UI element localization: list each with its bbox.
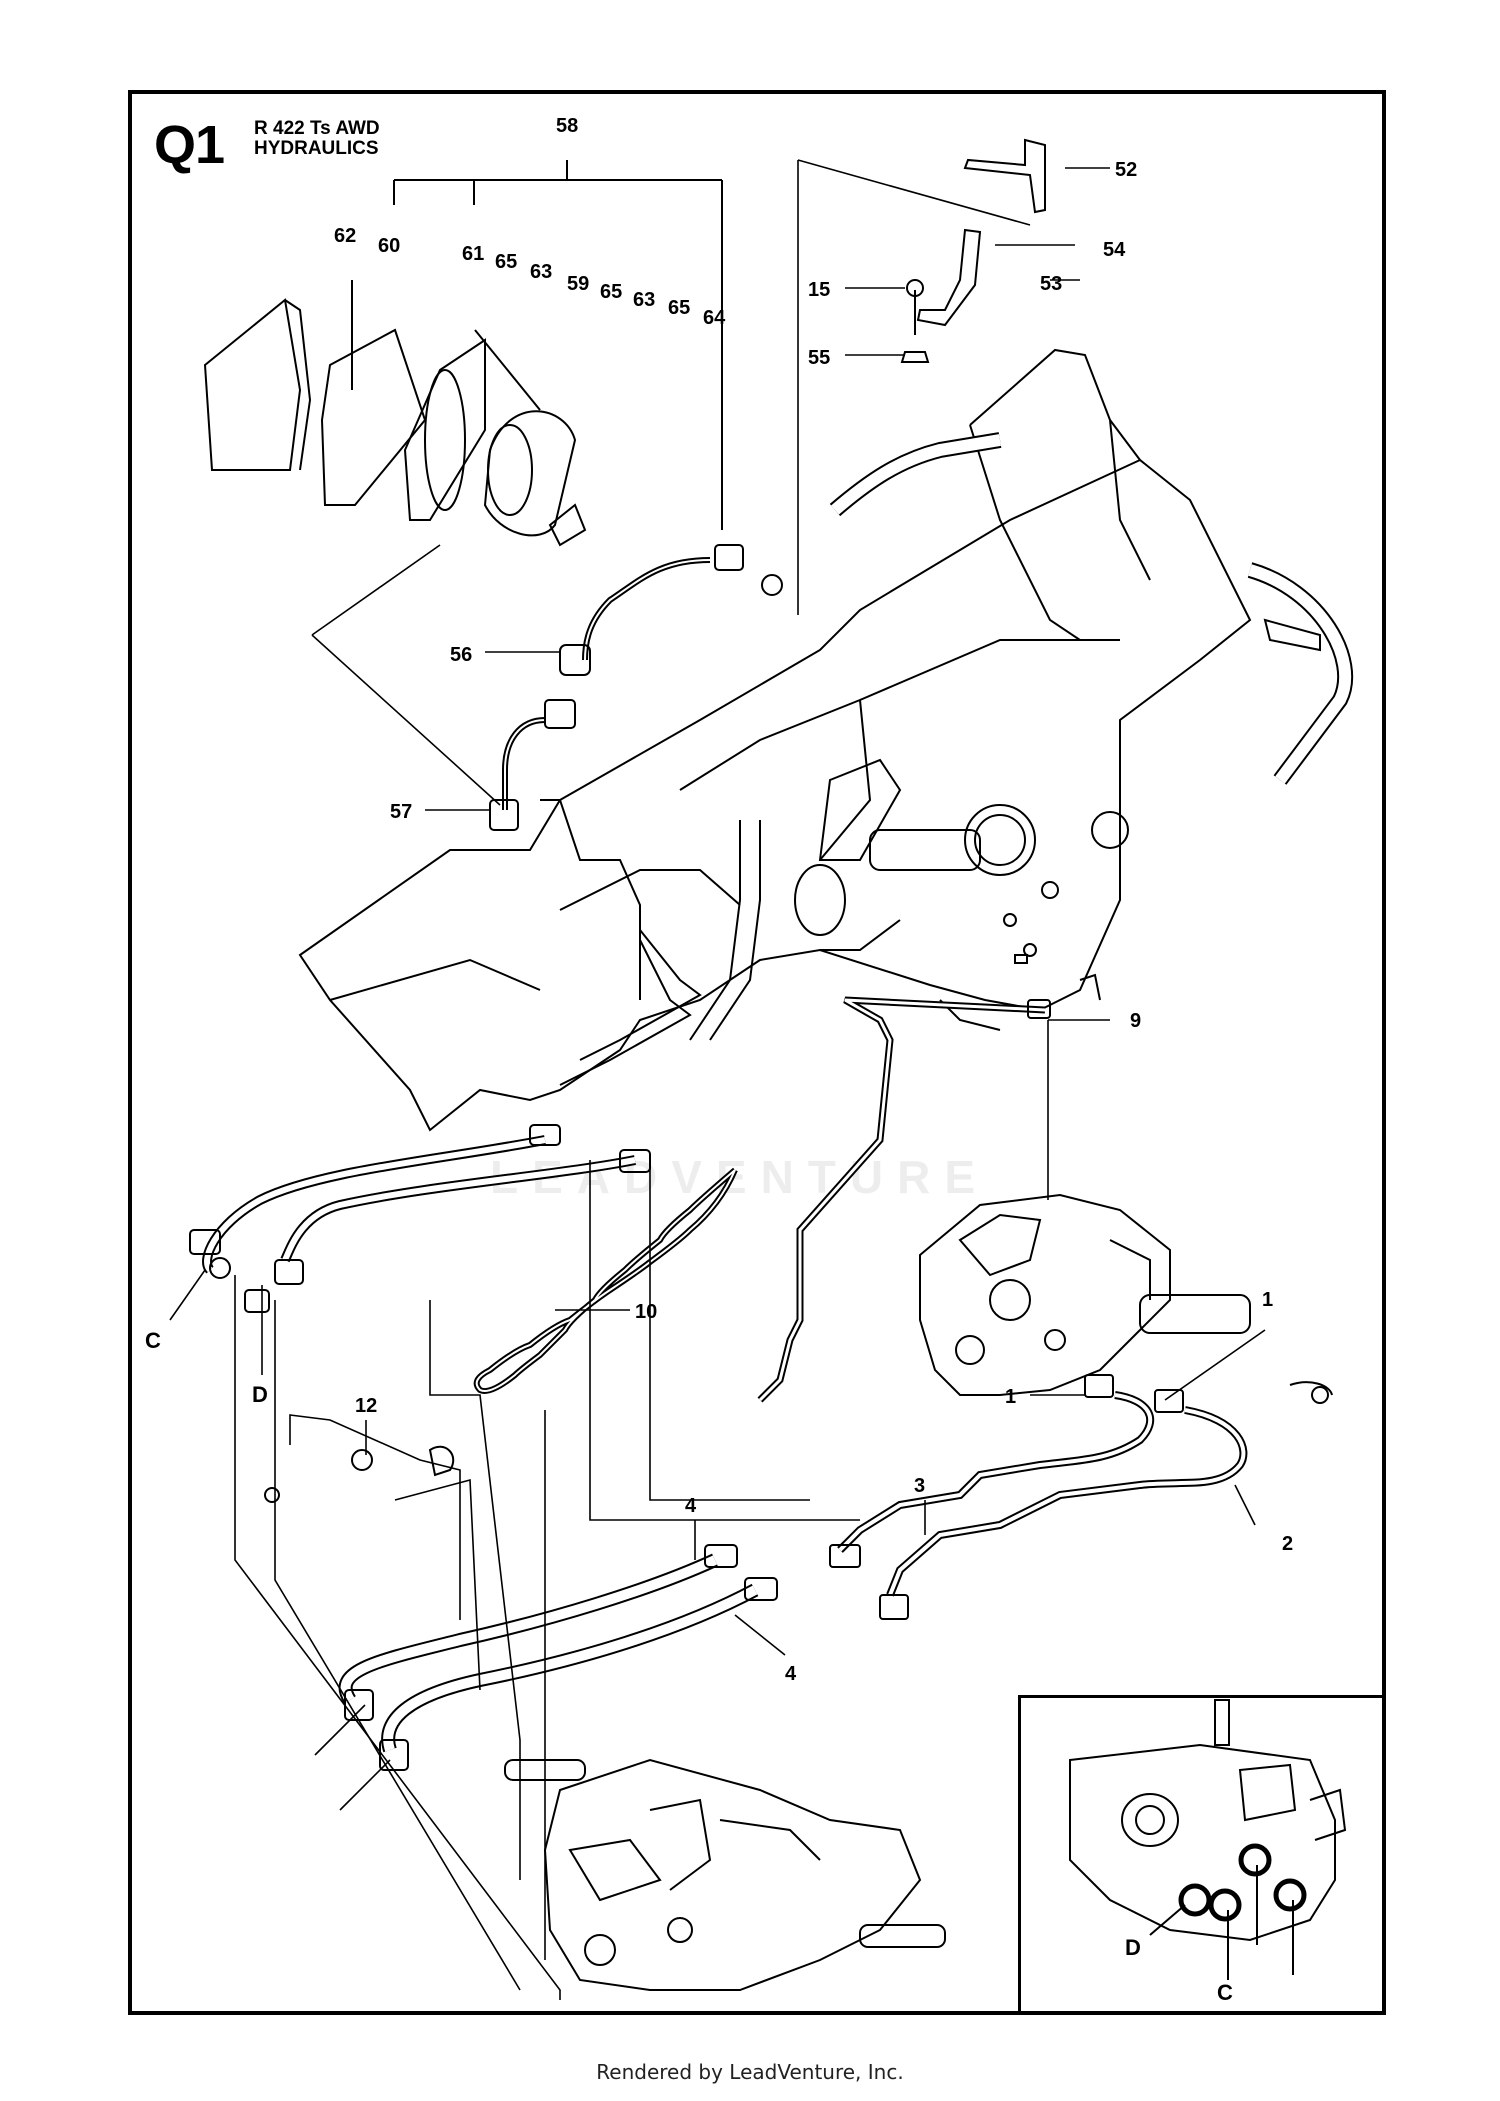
- callouts: 58 62 60 61 65 63 59 65 63 65 64 52 54 5…: [145, 115, 1293, 2005]
- hose-4-lower: [379, 1577, 778, 1771]
- callout-D: D: [252, 1382, 268, 1407]
- callout-12: 12: [355, 1395, 377, 1417]
- spring-10: [473, 1167, 738, 1394]
- callout-64: 64: [703, 307, 726, 329]
- fitting-1: [1084, 1374, 1184, 1413]
- hose-56: [559, 544, 783, 676]
- model-name: R 422 Ts AWD: [254, 118, 380, 139]
- callout-58: 58: [556, 115, 578, 137]
- section-title: R 422 Ts AWD HYDRAULICS: [254, 119, 380, 159]
- callout-61: 61: [462, 243, 484, 265]
- callout-15: 15: [808, 279, 830, 301]
- routing-lines: [234, 159, 1049, 2000]
- callout-65-b: 65: [600, 281, 622, 303]
- diagram-frame: Q1 R 422 Ts AWD HYDRAULICS: [128, 90, 1386, 2015]
- control-tubes: [559, 820, 761, 1086]
- callout-65-a: 65: [495, 251, 517, 273]
- inset-callout-D: D: [1125, 1935, 1141, 1960]
- callout-62: 62: [334, 225, 356, 247]
- callout-2: 2: [1282, 1533, 1293, 1555]
- bracket-53: [900, 228, 982, 363]
- bumper-bar: [829, 432, 1354, 785]
- callout-10: 10: [635, 1301, 657, 1323]
- callout-63-b: 63: [633, 289, 655, 311]
- assembly-name: HYDRAULICS: [254, 138, 379, 159]
- clamp-12: [264, 1445, 455, 1503]
- callout-53: 53: [1040, 273, 1062, 295]
- callout-1-b: 1: [1262, 1289, 1273, 1311]
- inset-callout-C: C: [1217, 1980, 1233, 2005]
- callout-1-a: 1: [1005, 1386, 1016, 1408]
- shroud-assembly: [203, 280, 587, 547]
- footer-credit: Rendered by LeadVenture, Inc.: [596, 2060, 904, 2084]
- callout-54: 54: [1103, 239, 1126, 261]
- callout-C: C: [145, 1328, 161, 1353]
- bracket-52: [963, 138, 1046, 214]
- control-rod-9: [757, 996, 1051, 1403]
- callout-59: 59: [567, 273, 589, 295]
- callout-leaders: [169, 167, 1266, 1656]
- callout-56: 56: [450, 644, 472, 666]
- leader-58: [393, 160, 723, 530]
- callout-65-c: 65: [668, 297, 690, 319]
- tractor-frame: [298, 348, 1252, 1132]
- inset-detail-frame: [1018, 1695, 1386, 2015]
- hose-C: [189, 1124, 561, 1279]
- callout-3: 3: [914, 1475, 925, 1497]
- callout-60: 60: [378, 235, 400, 257]
- hose-57: [489, 699, 576, 831]
- callout-57: 57: [390, 801, 412, 823]
- callout-9: 9: [1130, 1010, 1141, 1032]
- transmission-rear: [504, 1758, 946, 1991]
- callout-4-a: 4: [685, 1495, 697, 1517]
- transmission-right: [919, 1193, 1333, 1404]
- callout-63-a: 63: [530, 261, 552, 283]
- tube-2: [879, 1406, 1248, 1620]
- tube-3: [829, 1391, 1155, 1568]
- callout-4-b: 4: [785, 1663, 797, 1685]
- callout-52: 52: [1115, 159, 1137, 181]
- callout-55: 55: [808, 347, 830, 369]
- inset-transmission: [1069, 1699, 1347, 1980]
- hose-4-upper: [338, 1544, 738, 1721]
- hose-D: [244, 1149, 651, 1313]
- section-code: Q1: [154, 115, 225, 175]
